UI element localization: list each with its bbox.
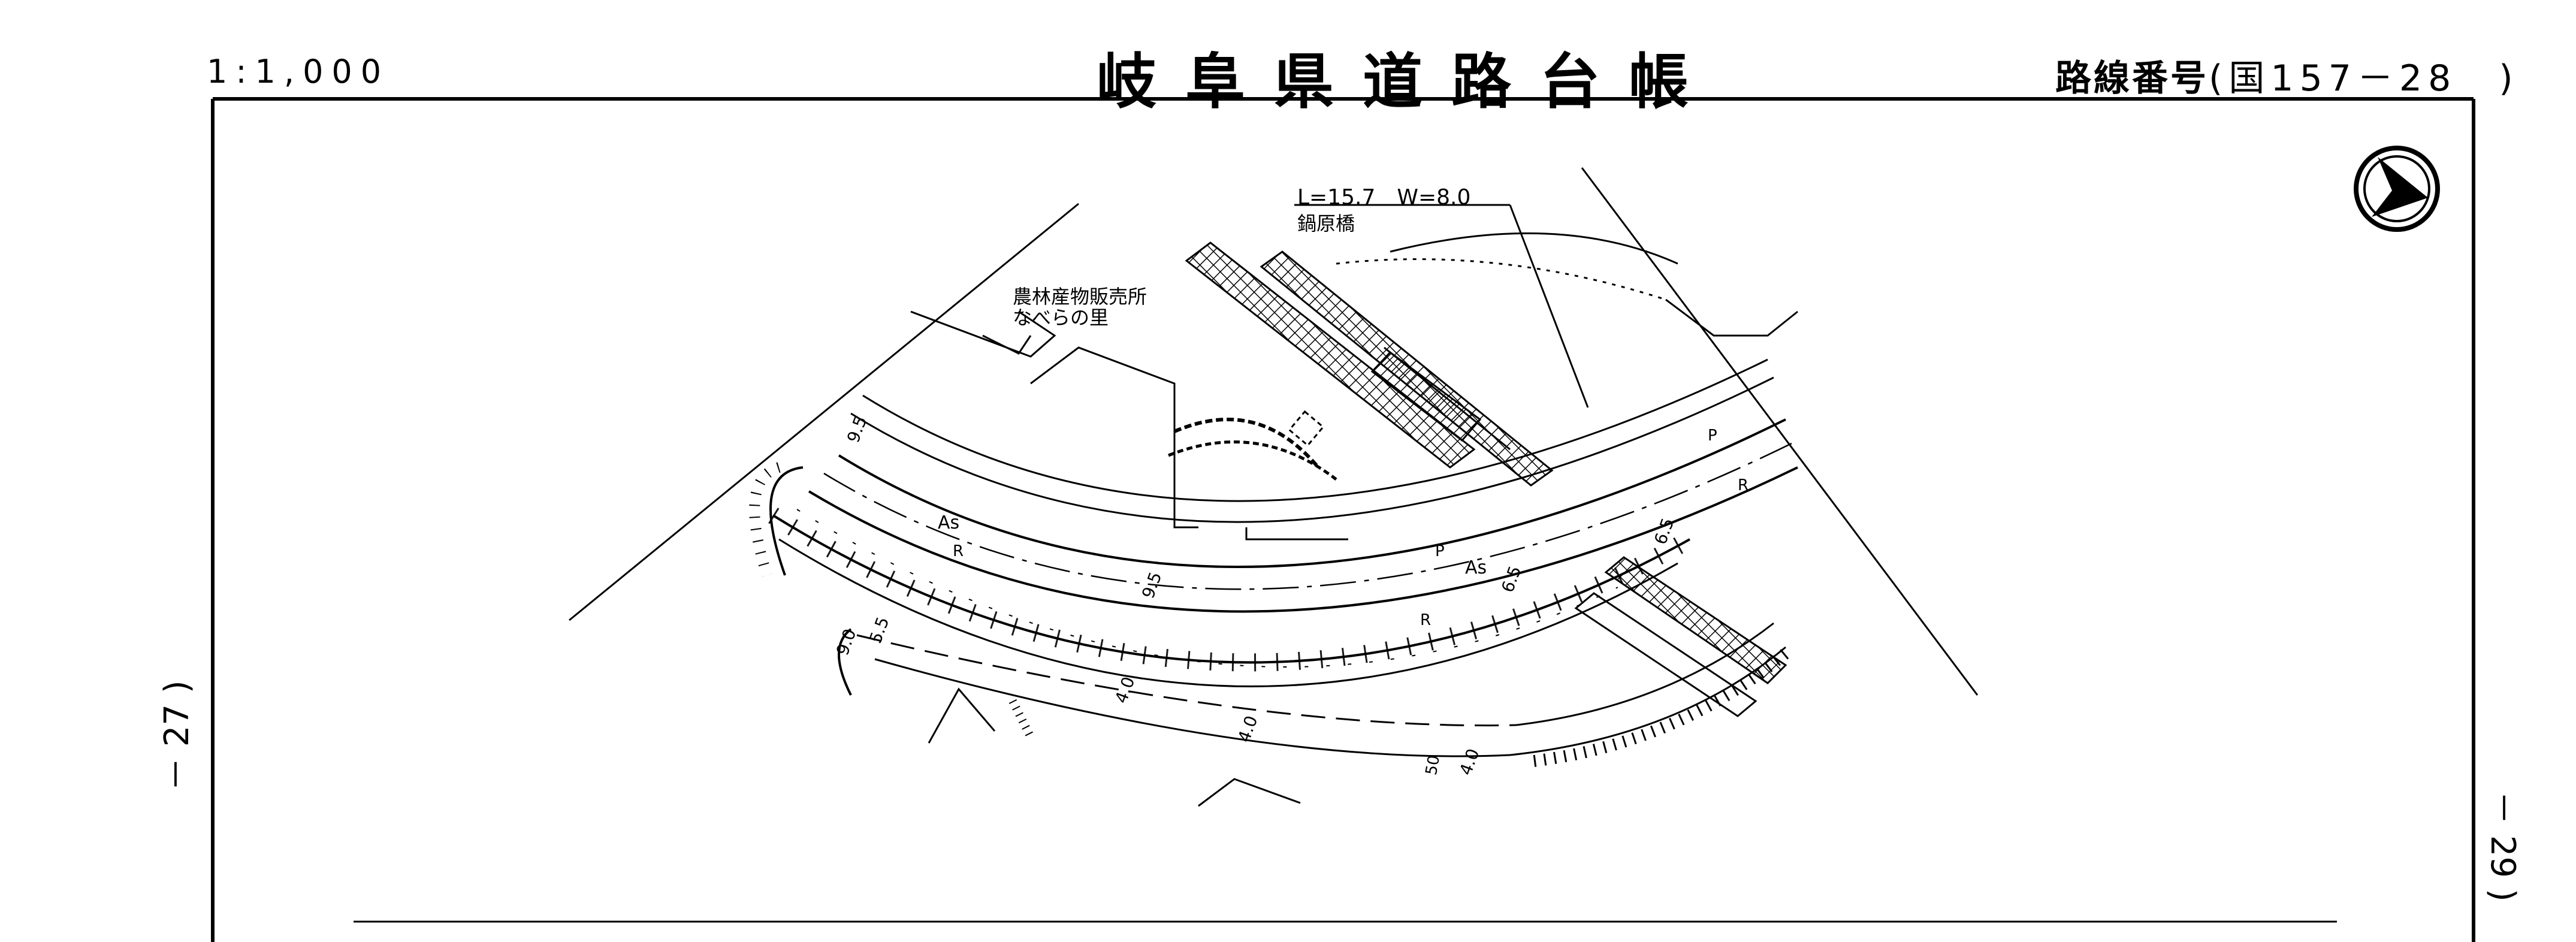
map-frame	[211, 97, 2475, 942]
road-loop	[749, 462, 852, 696]
facility-name-2: なべらの里	[1013, 306, 1109, 329]
route-label: 路線番号	[2055, 58, 2209, 99]
facility-name-1: 農林産物販売所	[1013, 285, 1147, 308]
edge-r-label: R	[1738, 476, 1749, 494]
width-label: 50	[1422, 754, 1444, 777]
edge-p-label: P	[1708, 427, 1717, 445]
route-number-value: (国157－28 )	[2209, 58, 2519, 99]
page-title: 岐阜県道路台帳	[1097, 47, 1717, 117]
edge-p-label: P	[1435, 542, 1445, 560]
bridge-leader	[1294, 204, 1589, 408]
edge-r-label: R	[1420, 611, 1432, 629]
edge-r-label: R	[953, 542, 964, 560]
map-scale: 1:1,000	[207, 53, 390, 90]
surface-as-label: As	[1465, 557, 1487, 578]
bridge-name: 鍋原橋	[1297, 212, 1355, 235]
bridge	[1185, 241, 1787, 717]
road-carriageway	[768, 358, 1798, 687]
bridge-dimensions: L=15.7 W=8.0	[1297, 185, 1471, 210]
map-diagonal-lines	[569, 167, 1979, 696]
route-number: 路線番号(国157－28 )	[2055, 49, 2519, 101]
surface-as-label: As	[938, 512, 960, 533]
north-arrow-icon	[2354, 146, 2440, 232]
facility-area	[910, 232, 1798, 541]
lower-features	[928, 687, 1301, 807]
